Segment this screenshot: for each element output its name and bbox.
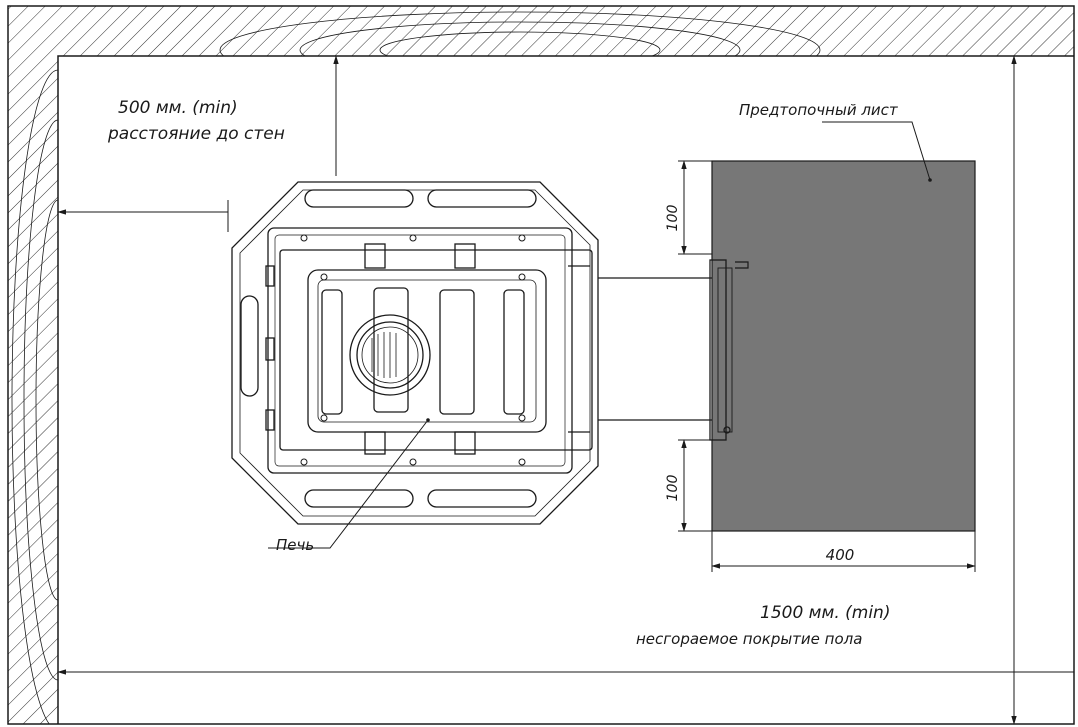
dim-bottom-label: 100: [665, 475, 681, 502]
wall-distance-dimension: [57, 55, 339, 232]
stove-leader: [268, 419, 429, 549]
floor-value: 1500 мм. (min): [760, 603, 890, 623]
floor-dimension: [57, 55, 1074, 725]
dim-bottom-100: [678, 439, 712, 532]
wall-left-hatching: [8, 56, 58, 724]
prefire-sheet-leader: [822, 121, 931, 181]
stove: [231, 181, 749, 525]
floor-text: несгораемое покрытие пола: [636, 630, 862, 648]
wall-distance-value: 500 мм. (min): [118, 98, 238, 118]
wall-distance-text: расстояние до стен: [107, 124, 285, 144]
prefire-sheet: [711, 160, 976, 532]
dim-width-label: 400: [826, 546, 855, 564]
wall-top-hatching: [8, 6, 1074, 56]
dim-top-100: [678, 160, 712, 255]
prefire-sheet-label: Предтопочный лист: [739, 101, 899, 119]
room-corner: [57, 55, 1074, 724]
stove-bolts: [300, 234, 526, 466]
stove-label: Печь: [276, 536, 314, 554]
dim-top-label: 100: [665, 205, 681, 232]
dim-width-400: [711, 531, 976, 572]
